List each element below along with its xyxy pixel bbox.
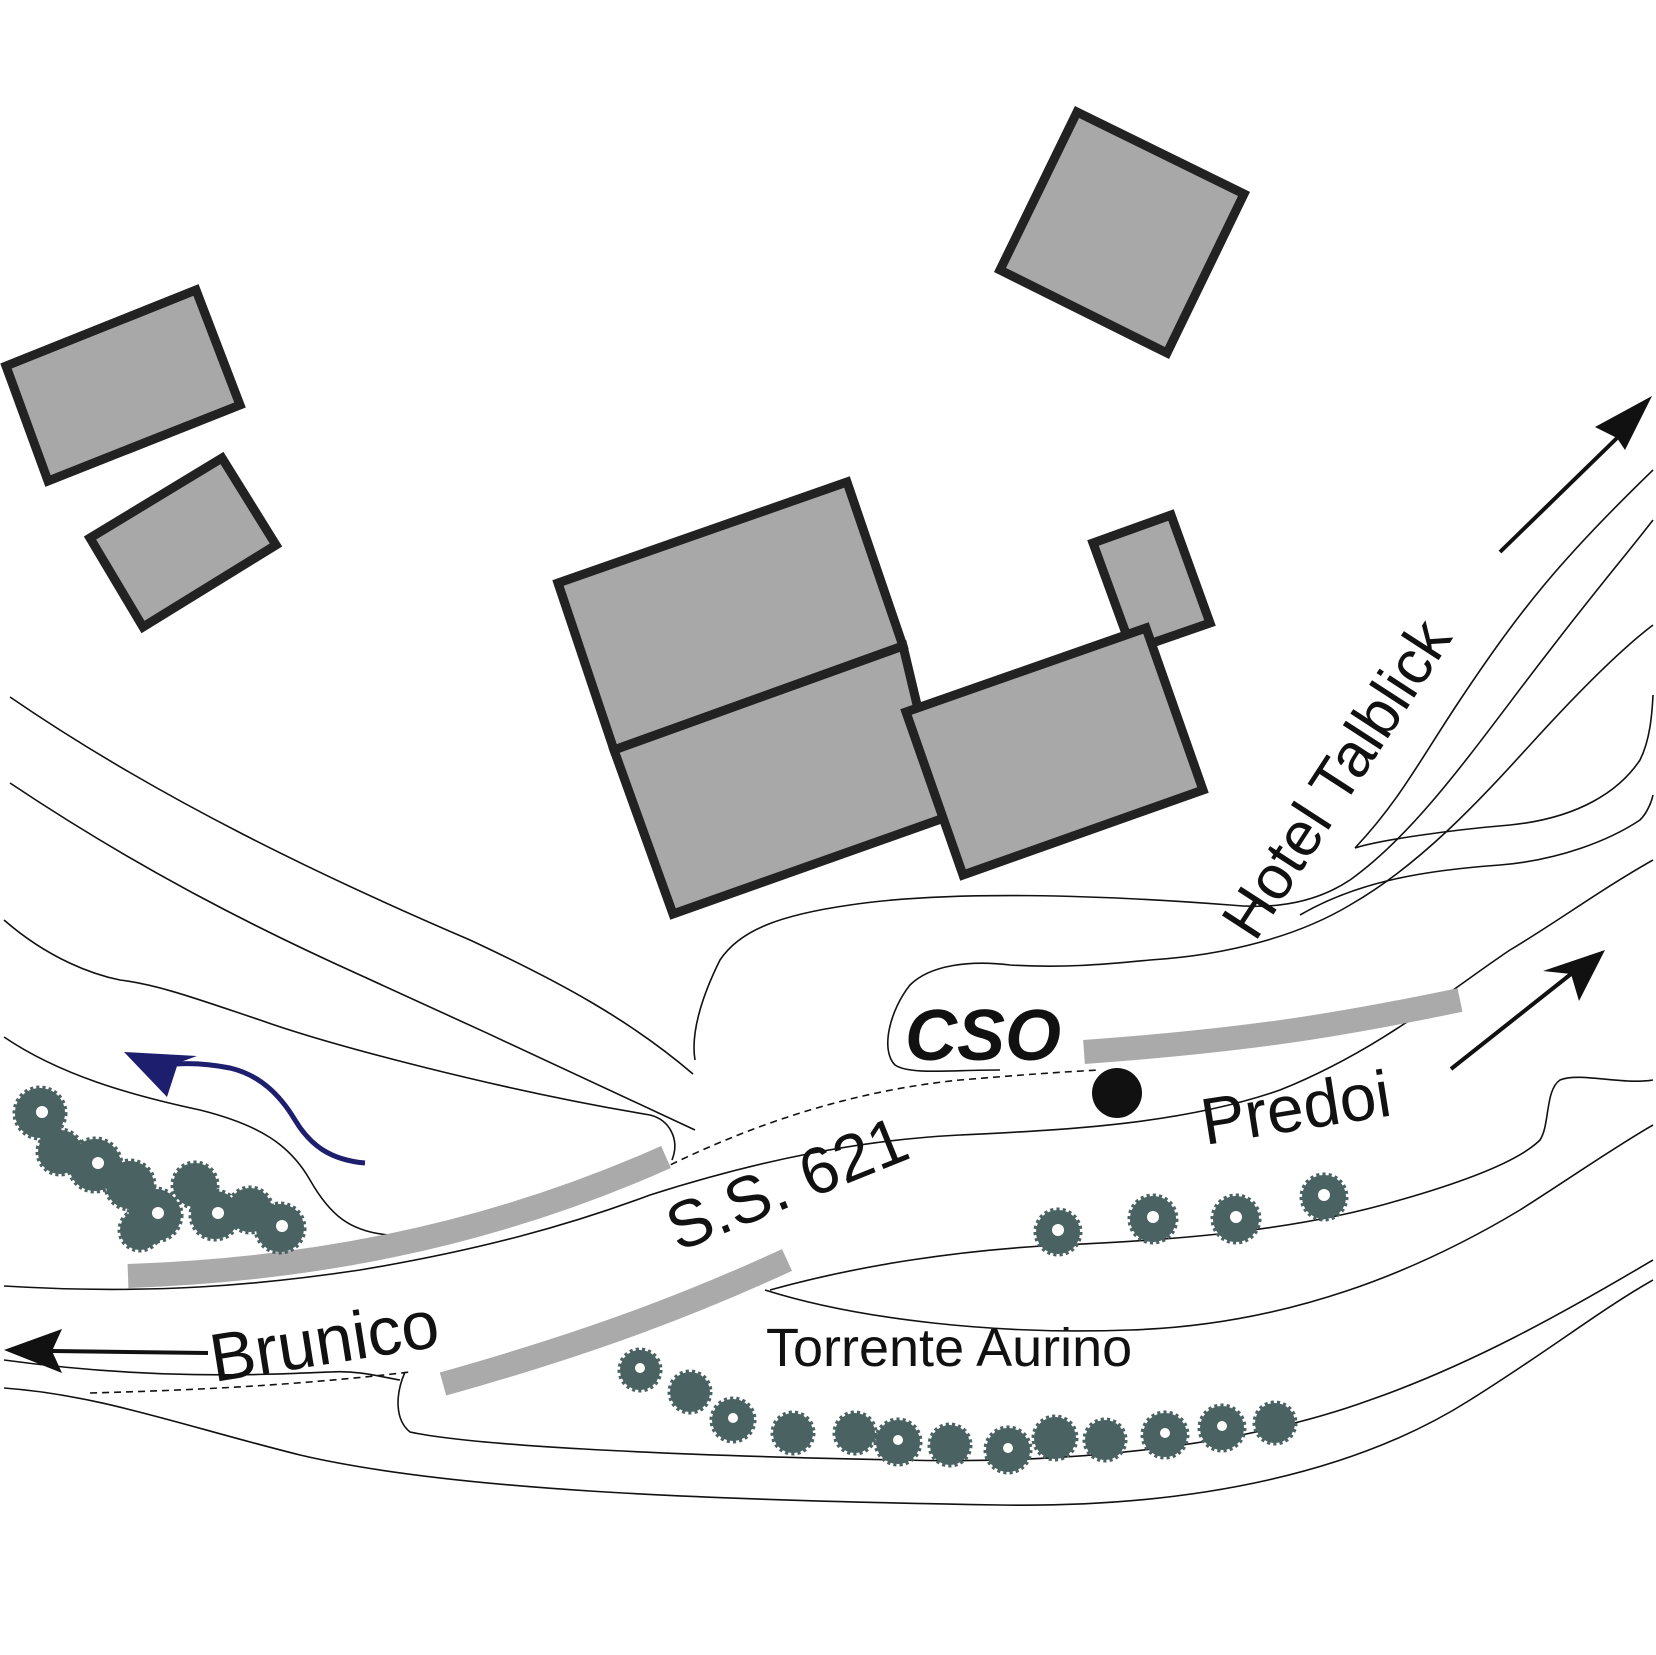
flow-arrow-head <box>124 1052 197 1097</box>
cso-label: CSO <box>905 996 1061 1076</box>
arrow-up-right-icon <box>1543 950 1605 1001</box>
building <box>993 105 1251 360</box>
bridges <box>127 988 1463 1396</box>
contour-line <box>3 1359 401 1381</box>
tree-icon <box>117 1207 163 1253</box>
contour-line <box>764 1124 1654 1332</box>
location-dot <box>1092 1068 1142 1118</box>
tree-icon <box>1031 1414 1079 1462</box>
tree-cluster-west <box>12 1085 307 1255</box>
contour-line <box>769 1076 1654 1291</box>
stream-label: Torrente Aurino <box>766 1318 1132 1378</box>
direction-arrows <box>4 396 1652 1373</box>
road-centreline <box>659 1069 1101 1171</box>
contour-line <box>887 624 1654 1073</box>
buildings <box>0 105 1251 920</box>
arrow-up-right-icon <box>1595 396 1652 450</box>
contour-line <box>397 1259 1654 1462</box>
road-centreline <box>89 1371 411 1394</box>
east-label: Predoi <box>1196 1056 1396 1159</box>
bridge-bar <box>439 1249 793 1396</box>
trees <box>12 1085 1349 1475</box>
building <box>1087 509 1216 656</box>
contour-line <box>1299 794 1654 916</box>
tree-icon <box>667 1369 713 1415</box>
contour-line <box>1354 694 1654 849</box>
hotel-label: Hotel Talblick <box>1209 607 1466 951</box>
contour-line <box>3 919 676 1161</box>
tree-row-middle <box>1033 1172 1349 1257</box>
building <box>900 622 1209 881</box>
bridge-bar <box>1083 988 1463 1064</box>
flow-arrow <box>124 1052 366 1166</box>
tree-row-south <box>617 1347 1298 1475</box>
road-label: S.S. 621 <box>656 1102 918 1265</box>
building <box>83 451 283 634</box>
arrow-west <box>4 1329 209 1373</box>
tree-icon <box>1082 1417 1128 1463</box>
contour-line <box>9 696 694 1075</box>
contour-line <box>1354 469 1654 849</box>
contour-line <box>693 519 1654 1061</box>
tree-icon <box>770 1410 816 1456</box>
contour-line <box>3 1279 1654 1506</box>
tree-icon <box>1252 1400 1298 1446</box>
bridge-bar <box>127 1146 671 1288</box>
building <box>0 284 246 487</box>
tree-icon <box>927 1422 973 1468</box>
arrow-left-icon <box>4 1329 62 1373</box>
arrow-east <box>1449 950 1605 1071</box>
contour-lines <box>3 469 1654 1506</box>
contour-line <box>3 859 1654 1291</box>
arrow-north-east <box>1498 396 1652 554</box>
contour-line <box>9 782 696 1131</box>
tree-icon <box>832 1410 878 1456</box>
